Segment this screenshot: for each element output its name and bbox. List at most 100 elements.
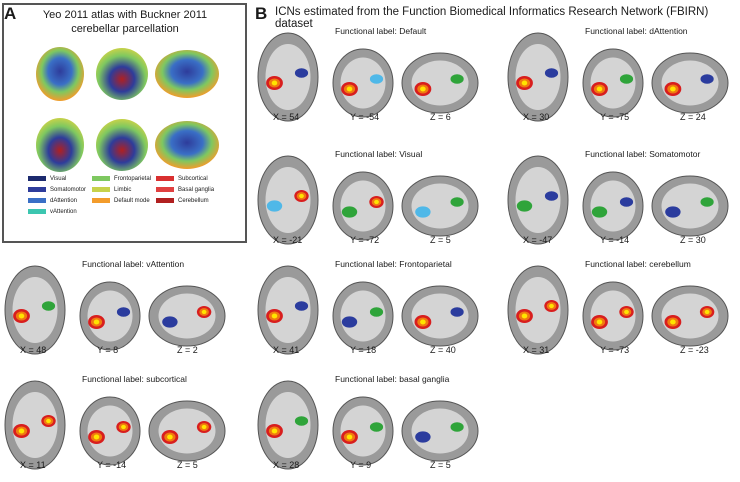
slice-coordinate: Y = -54	[350, 112, 380, 122]
activation-blob	[18, 428, 25, 434]
functional-label: Functional label: dAttention	[585, 26, 688, 36]
activation-blob	[346, 434, 353, 440]
legend-item: vAttention	[28, 209, 77, 217]
brain-slices	[507, 265, 729, 355]
white-matter	[661, 183, 719, 229]
white-matter	[515, 167, 561, 233]
white-matter	[265, 167, 311, 233]
activation-blob	[346, 86, 353, 92]
slice-coordinate: Y = -14	[97, 460, 127, 470]
activation-blob	[521, 313, 528, 319]
slice-coordinate: Y = -72	[350, 235, 380, 245]
slice-coordinate: Z = 5	[430, 235, 451, 245]
white-matter	[411, 183, 469, 229]
activation-blob	[596, 319, 603, 325]
white-matter	[265, 44, 311, 110]
activation-blob	[116, 307, 131, 317]
activation-blob	[549, 303, 554, 309]
slice-coordinate: Z = 24	[680, 112, 706, 122]
slice-coordinate: X = 54	[273, 112, 300, 122]
legend-label: Default mode	[114, 198, 150, 205]
white-matter	[265, 277, 311, 343]
activation-blob	[201, 309, 207, 315]
brain-slices	[4, 265, 226, 355]
panel-a-title-line2: cerebellar parcellation	[71, 23, 179, 35]
activation-blob	[619, 197, 634, 207]
legend-item: dAttention	[28, 198, 77, 206]
white-matter	[340, 180, 386, 232]
activation-blob	[294, 68, 309, 78]
legend-swatch	[92, 198, 110, 203]
brain-slices	[257, 155, 479, 245]
activation-blob	[41, 301, 56, 311]
activation-blob	[700, 74, 714, 84]
brain-render-bottom	[36, 118, 84, 172]
activation-blob	[299, 193, 304, 199]
brain-slices	[507, 155, 729, 245]
activation-blob	[121, 424, 126, 430]
activation-blob	[201, 424, 207, 430]
white-matter	[87, 405, 133, 457]
brain-slices	[257, 265, 479, 355]
brain-render-back	[96, 48, 148, 100]
legend-item: Cerebellum	[156, 198, 209, 206]
slice-coordinate: Y = 9	[350, 460, 372, 470]
legend-swatch	[92, 187, 110, 192]
brain-slices	[257, 32, 479, 122]
legend-swatch	[156, 187, 174, 192]
brain-render-lateral	[155, 50, 219, 98]
legend-swatch	[156, 176, 174, 181]
activation-blob	[167, 434, 173, 440]
white-matter	[590, 57, 636, 109]
slice-coordinate: Y = -75	[600, 112, 630, 122]
slice-coordinate: Y = 8	[97, 345, 119, 355]
activation-blob	[619, 74, 634, 84]
panel-a-frame	[2, 3, 247, 243]
slice-coordinate: X = 48	[20, 345, 47, 355]
activation-blob	[665, 206, 681, 218]
legend-item: Basal ganglia	[156, 187, 214, 195]
white-matter	[590, 290, 636, 342]
slice-coordinate: X = 11	[20, 460, 46, 470]
white-matter	[12, 392, 58, 458]
legend-label: Frontoparietal	[114, 176, 152, 183]
legend-item: Default mode	[92, 198, 150, 206]
slice-coordinate: Z = 5	[177, 460, 198, 470]
activation-blob	[18, 313, 25, 319]
legend-swatch	[92, 176, 110, 181]
white-matter	[590, 180, 636, 232]
activation-blob	[544, 68, 559, 78]
activation-blob	[93, 319, 100, 325]
activation-blob	[369, 422, 384, 432]
activation-blob	[670, 319, 676, 325]
activation-blob	[341, 206, 358, 218]
legend-swatch	[156, 198, 174, 203]
slice-coordinate: X = -47	[523, 235, 553, 245]
functional-label: Functional label: Frontoparietal	[335, 259, 452, 269]
activation-blob	[450, 307, 464, 317]
legend-swatch	[28, 176, 46, 181]
activation-blob	[596, 86, 603, 92]
legend-item: Subcortical	[156, 176, 208, 184]
white-matter	[340, 57, 386, 109]
activation-blob	[670, 86, 676, 92]
activation-blob	[450, 74, 464, 84]
activation-blob	[271, 428, 278, 434]
yeo-legend: Visual Somatomotor dAttention vAttention…	[28, 176, 218, 232]
activation-blob	[266, 200, 283, 212]
activation-blob	[704, 309, 710, 315]
yeo-atlas-renderings	[36, 47, 219, 172]
functional-label: Functional label: cerebellum	[585, 259, 691, 269]
brain-slices	[4, 380, 226, 470]
activation-blob	[369, 307, 384, 317]
legend-item: Somatomotor	[28, 187, 86, 195]
legend-swatch	[28, 209, 46, 214]
white-matter	[340, 290, 386, 342]
activation-blob	[450, 197, 464, 207]
slice-coordinate: X = 31	[523, 345, 550, 355]
